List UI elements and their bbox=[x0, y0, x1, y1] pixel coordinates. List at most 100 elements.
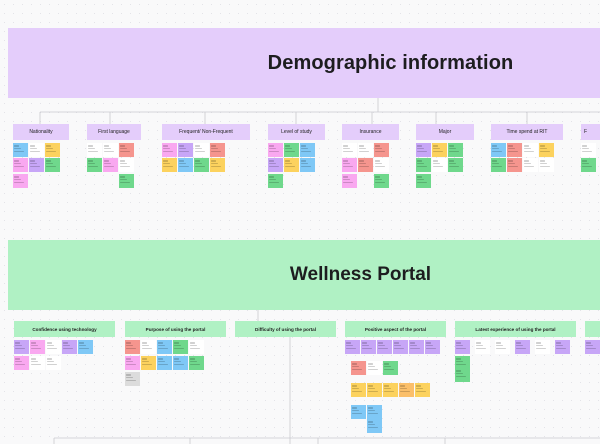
sticky-note[interactable] bbox=[555, 340, 570, 354]
sticky-note[interactable] bbox=[173, 356, 188, 370]
sticky-note[interactable] bbox=[62, 340, 77, 354]
sticky-note[interactable] bbox=[523, 158, 538, 172]
sticky-note[interactable] bbox=[383, 383, 398, 397]
sticky-note[interactable] bbox=[491, 143, 506, 157]
sticky-note[interactable] bbox=[13, 158, 28, 172]
sticky-note[interactable] bbox=[189, 356, 204, 370]
sticky-note[interactable] bbox=[268, 174, 283, 188]
sticky-note[interactable] bbox=[491, 158, 506, 172]
sticky-note[interactable] bbox=[210, 143, 225, 157]
sticky-note[interactable] bbox=[30, 356, 45, 370]
sticky-note[interactable] bbox=[539, 143, 554, 157]
group-header-positive-aspect[interactable]: Positive aspect of the portal bbox=[345, 321, 446, 337]
sticky-note[interactable] bbox=[284, 158, 299, 172]
sticky-note[interactable] bbox=[162, 158, 177, 172]
group-header-nationality[interactable]: Nationality bbox=[13, 124, 69, 140]
sticky-note[interactable] bbox=[29, 143, 44, 157]
sticky-note[interactable] bbox=[358, 143, 373, 157]
sticky-note[interactable] bbox=[455, 368, 470, 382]
sticky-note[interactable] bbox=[507, 143, 522, 157]
sticky-note[interactable] bbox=[351, 383, 366, 397]
group-header-first-language[interactable]: First language bbox=[87, 124, 141, 140]
group-header-time-at-rit[interactable]: Time spend at RIT bbox=[491, 124, 563, 140]
sticky-note[interactable] bbox=[157, 340, 172, 354]
sticky-note[interactable] bbox=[87, 158, 102, 172]
sticky-note[interactable] bbox=[416, 158, 431, 172]
wellness-section-banner[interactable]: Wellness Portal bbox=[8, 240, 600, 310]
sticky-note[interactable] bbox=[284, 143, 299, 157]
sticky-note[interactable] bbox=[416, 143, 431, 157]
sticky-note[interactable] bbox=[425, 340, 440, 354]
sticky-note[interactable] bbox=[351, 405, 366, 419]
sticky-note[interactable] bbox=[377, 340, 392, 354]
sticky-note[interactable] bbox=[535, 340, 550, 354]
sticky-note[interactable] bbox=[374, 158, 389, 172]
sticky-note[interactable] bbox=[194, 158, 209, 172]
sticky-note[interactable] bbox=[125, 356, 140, 370]
sticky-note[interactable] bbox=[393, 340, 408, 354]
sticky-note[interactable] bbox=[399, 383, 414, 397]
sticky-note[interactable] bbox=[585, 340, 600, 354]
group-header-confidence-technology[interactable]: Confidence using technology bbox=[14, 321, 115, 337]
sticky-note[interactable] bbox=[87, 143, 102, 157]
sticky-note[interactable] bbox=[342, 158, 357, 172]
sticky-note[interactable] bbox=[539, 158, 554, 172]
sticky-note[interactable] bbox=[13, 174, 28, 188]
sticky-note[interactable] bbox=[367, 383, 382, 397]
sticky-note[interactable] bbox=[358, 158, 373, 172]
sticky-note[interactable] bbox=[432, 143, 447, 157]
group-header-level-of-study[interactable]: Level of study bbox=[268, 124, 325, 140]
sticky-note[interactable] bbox=[157, 356, 172, 370]
group-header-latest-experience[interactable]: Latest experience of using the portal bbox=[455, 321, 576, 337]
sticky-note[interactable] bbox=[374, 143, 389, 157]
sticky-note[interactable] bbox=[46, 340, 61, 354]
sticky-note[interactable] bbox=[495, 340, 510, 354]
group-header-major[interactable]: Major bbox=[416, 124, 474, 140]
sticky-note[interactable] bbox=[342, 174, 357, 188]
sticky-note[interactable] bbox=[141, 340, 156, 354]
sticky-note[interactable] bbox=[523, 143, 538, 157]
sticky-note[interactable] bbox=[189, 340, 204, 354]
sticky-note[interactable] bbox=[194, 143, 209, 157]
group-header-cutoff[interactable] bbox=[585, 321, 600, 337]
sticky-note[interactable] bbox=[141, 356, 156, 370]
sticky-note[interactable] bbox=[173, 340, 188, 354]
sticky-note[interactable] bbox=[448, 158, 463, 172]
sticky-note[interactable] bbox=[383, 361, 398, 375]
sticky-note[interactable] bbox=[300, 158, 315, 172]
sticky-note[interactable] bbox=[125, 372, 140, 386]
sticky-note[interactable] bbox=[351, 361, 366, 375]
sticky-note[interactable] bbox=[14, 340, 29, 354]
sticky-note[interactable] bbox=[103, 143, 118, 157]
sticky-note[interactable] bbox=[361, 340, 376, 354]
sticky-note[interactable] bbox=[78, 340, 93, 354]
sticky-note[interactable] bbox=[14, 356, 29, 370]
group-header-difficulty-portal[interactable]: Difficulty of using the portal bbox=[235, 321, 336, 337]
sticky-note[interactable] bbox=[416, 174, 431, 188]
sticky-note[interactable] bbox=[300, 143, 315, 157]
sticky-note[interactable] bbox=[119, 158, 134, 172]
sticky-note[interactable] bbox=[374, 174, 389, 188]
group-header-insurance[interactable]: Insurance bbox=[342, 124, 399, 140]
sticky-note[interactable] bbox=[268, 158, 283, 172]
sticky-note[interactable] bbox=[13, 143, 28, 157]
sticky-note[interactable] bbox=[268, 143, 283, 157]
sticky-note[interactable] bbox=[29, 158, 44, 172]
sticky-note[interactable] bbox=[455, 340, 470, 354]
demographic-section-banner[interactable]: Demographic information bbox=[8, 28, 600, 98]
sticky-note[interactable] bbox=[30, 340, 45, 354]
sticky-note[interactable] bbox=[409, 340, 424, 354]
sticky-note[interactable] bbox=[178, 143, 193, 157]
sticky-note[interactable] bbox=[45, 158, 60, 172]
sticky-note[interactable] bbox=[119, 143, 134, 157]
sticky-note[interactable] bbox=[367, 419, 382, 433]
sticky-note[interactable] bbox=[45, 143, 60, 157]
sticky-note[interactable] bbox=[178, 158, 193, 172]
sticky-note[interactable] bbox=[432, 158, 447, 172]
group-header-frequent[interactable]: Frequent/ Non-Frequent bbox=[162, 124, 250, 140]
sticky-note[interactable] bbox=[415, 383, 430, 397]
sticky-note[interactable] bbox=[367, 405, 382, 419]
sticky-note[interactable] bbox=[475, 340, 490, 354]
group-header-cutoff[interactable]: F bbox=[581, 124, 600, 140]
sticky-note[interactable] bbox=[103, 158, 118, 172]
